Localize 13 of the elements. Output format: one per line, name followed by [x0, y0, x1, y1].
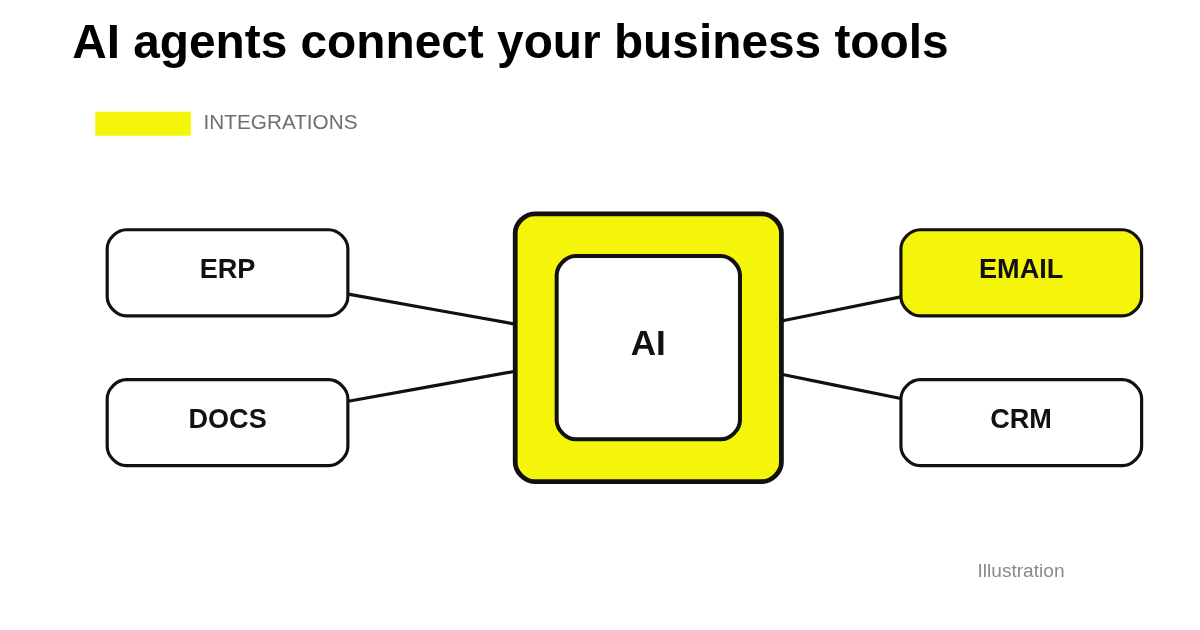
connector	[347, 292, 515, 326]
node-box: CRM	[898, 377, 1143, 468]
connector	[780, 295, 901, 323]
node-box: AI	[554, 254, 742, 442]
diagram-title: AI agents connect your business tools	[71, 14, 949, 68]
cluster	[512, 211, 784, 484]
node-box: DOCS	[105, 377, 349, 468]
label: Illustration	[976, 560, 1065, 582]
node-box: ERP	[105, 228, 349, 318]
node-box: EMAIL	[898, 228, 1143, 318]
connector	[780, 372, 901, 401]
connector	[347, 369, 515, 403]
label: INTEGRATIONS	[203, 110, 357, 134]
